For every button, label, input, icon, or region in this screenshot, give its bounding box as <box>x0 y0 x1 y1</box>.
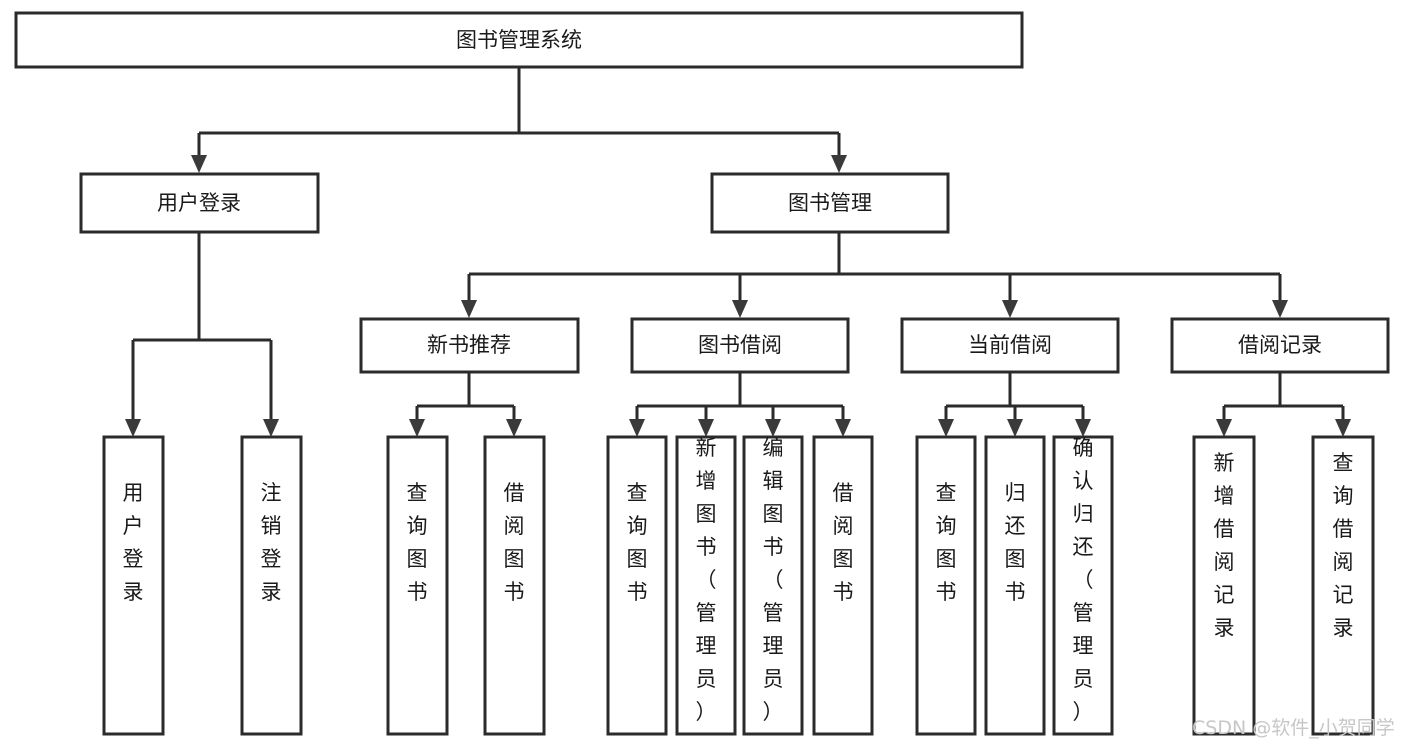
leaf-node-cb-query-book[interactable]: 查询图书 <box>915 435 977 736</box>
csdn-watermark: CSDN @软件_小贺同学 <box>1192 717 1395 739</box>
leaf-node-bb-borrow-book[interactable]: 借阅图书 <box>812 435 874 736</box>
arrowhead-cb-confirm-return <box>1075 419 1091 437</box>
book-management-box[interactable] <box>710 172 950 234</box>
arrowhead-nb-borrow-book <box>506 419 522 437</box>
leaf-node-nb-borrow-book[interactable]: 借阅图书 <box>483 435 546 736</box>
current-borrow-box[interactable] <box>900 317 1120 374</box>
node-borrow-record[interactable]: 借阅记录 <box>1170 317 1390 374</box>
node-current-borrow[interactable]: 当前借阅 <box>900 317 1120 374</box>
arrowhead-leaf-user-login <box>125 419 141 437</box>
arrowhead-br-query-record <box>1335 419 1351 437</box>
leaf-box[interactable] <box>240 435 303 736</box>
leaf-label: 编辑图书（管理员） <box>763 436 784 724</box>
leaf-label: 归还图书 <box>1005 481 1026 604</box>
leaf-node-cb-return-book[interactable]: 归还图书 <box>984 435 1046 736</box>
node-root-book-management-system[interactable]: 图书管理系统 <box>14 11 1024 69</box>
leaf-label: 查询图书 <box>936 481 957 604</box>
arrowhead-br-add-record <box>1216 419 1232 437</box>
connector-layer <box>125 67 1351 437</box>
leaf-box[interactable] <box>386 435 449 736</box>
leaf-box[interactable] <box>915 435 977 736</box>
arrowhead-leaf-logout <box>263 419 279 437</box>
arrowhead-bb-borrow-book <box>835 419 851 437</box>
leaf-label: 查询借阅记录 <box>1333 451 1354 640</box>
leaf-box[interactable] <box>1052 435 1114 736</box>
arrowhead-new-book-recommend <box>461 300 477 318</box>
arrowhead-cb-return-book <box>1007 419 1023 437</box>
leaf-box[interactable] <box>675 435 737 736</box>
arrowhead-bb-edit-book <box>765 419 781 437</box>
leaf-node-user-login[interactable]: 用户登录 <box>102 435 165 736</box>
leaf-node-nb-query-book[interactable]: 查询图书 <box>386 435 449 736</box>
arrowhead-nb-query-book <box>409 419 425 437</box>
leaf-box[interactable] <box>812 435 874 736</box>
leaf-box[interactable] <box>483 435 546 736</box>
user-login-box[interactable] <box>79 172 320 234</box>
leaf-node-cb-confirm-return[interactable]: 确认归还（管理员） <box>1052 435 1114 736</box>
leaf-label: 借阅图书 <box>504 481 525 604</box>
new-book-recommend-box[interactable] <box>359 317 580 374</box>
leaf-node-bb-edit-book[interactable]: 编辑图书（管理员） <box>742 435 804 736</box>
leaf-node-bb-add-book[interactable]: 新增图书（管理员） <box>675 435 737 736</box>
leaf-label: 新增图书（管理员） <box>696 436 717 724</box>
node-book-management[interactable]: 图书管理 <box>710 172 950 234</box>
new-book-recommend-label: 新书推荐 <box>427 333 511 357</box>
leaf-box[interactable] <box>1311 435 1375 736</box>
arrowhead-current-borrow <box>1002 300 1018 318</box>
book-borrow-label: 图书借阅 <box>698 333 782 357</box>
leaf-label: 借阅图书 <box>833 481 854 604</box>
leaf-box[interactable] <box>102 435 165 736</box>
arrowhead-cb-query-book <box>938 419 954 437</box>
user-login-label: 用户登录 <box>157 191 241 215</box>
root-box[interactable] <box>14 11 1024 69</box>
leaf-label: 新增借阅记录 <box>1214 451 1235 640</box>
leaf-label: 注销登录 <box>261 481 282 604</box>
node-user-login[interactable]: 用户登录 <box>79 172 320 234</box>
node-new-book-recommend[interactable]: 新书推荐 <box>359 317 580 374</box>
leaf-node-logout[interactable]: 注销登录 <box>240 435 303 736</box>
leaf-box[interactable] <box>606 435 668 736</box>
leaf-node-bb-query-book[interactable]: 查询图书 <box>606 435 668 736</box>
current-borrow-label: 当前借阅 <box>968 333 1052 357</box>
arrowhead-book-borrow <box>732 300 748 318</box>
borrow-record-box[interactable] <box>1170 317 1390 374</box>
leaf-label: 用户登录 <box>123 481 144 604</box>
arrowhead-bb-query-book <box>629 419 645 437</box>
book-borrow-box[interactable] <box>630 317 850 374</box>
leaf-label: 查询图书 <box>627 481 648 604</box>
leaf-label: 查询图书 <box>407 481 428 604</box>
arrowhead-borrow-record <box>1272 300 1288 318</box>
leaf-box[interactable] <box>1192 435 1256 736</box>
leaf-node-br-add-record[interactable]: 新增借阅记录 <box>1192 435 1256 736</box>
leaf-box[interactable] <box>742 435 804 736</box>
borrow-record-label: 借阅记录 <box>1238 333 1322 357</box>
book-management-label: 图书管理 <box>788 191 872 215</box>
arrowhead-bb-add-book <box>698 419 714 437</box>
arrowhead-user-login <box>191 155 207 173</box>
root-label: 图书管理系统 <box>456 28 582 52</box>
leaf-node-br-query-record[interactable]: 查询借阅记录 <box>1311 435 1375 736</box>
arrowhead-book-management <box>831 155 847 173</box>
leaf-box[interactable] <box>984 435 1046 736</box>
node-book-borrow[interactable]: 图书借阅 <box>630 317 850 374</box>
leaf-label: 确认归还（管理员） <box>1073 436 1094 724</box>
